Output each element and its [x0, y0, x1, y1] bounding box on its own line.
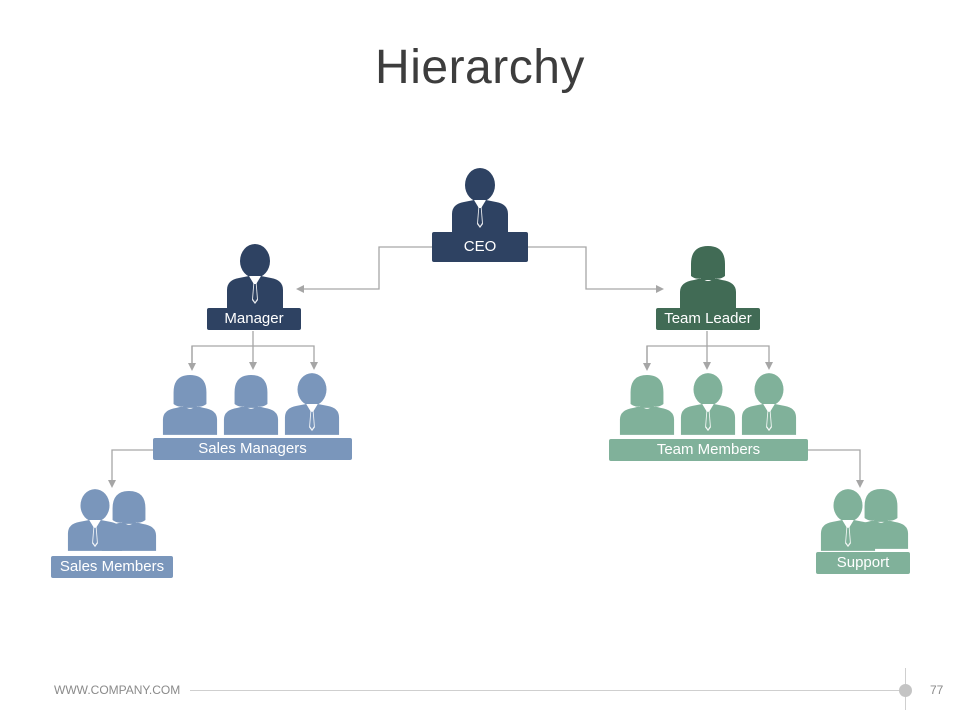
female-person-icon: [162, 375, 218, 435]
sales-managers-label: Sales Managers: [153, 438, 352, 460]
manager-label: Manager: [207, 308, 301, 330]
team-members-label: Team Members: [609, 439, 808, 461]
male-person-icon: [452, 168, 508, 232]
male-person-icon: [680, 373, 736, 435]
ceo-label: CEO: [432, 232, 528, 262]
female-person-icon: [853, 489, 909, 549]
ceo-to-team-leader-connector: [528, 246, 664, 293]
page-number: 77: [930, 683, 944, 697]
ceo-to-manager-connector: [296, 246, 432, 293]
sales-members-label: Sales Members: [51, 556, 173, 578]
support-label: Support: [816, 552, 910, 574]
team-leader-branch-connector: [646, 345, 773, 370]
footer-url[interactable]: WWW.COMPANY.COM: [54, 683, 181, 697]
male-person-icon: [284, 373, 340, 435]
connectors: [108, 246, 864, 488]
page-title: Hierarchy: [375, 41, 585, 94]
male-person-icon: [741, 373, 797, 435]
female-person-icon: [619, 375, 675, 435]
team-members-to-support-connector: [808, 449, 864, 488]
female-person-icon: [223, 375, 279, 435]
footer-divider: [190, 690, 902, 691]
female-person-icon: [101, 491, 157, 551]
female-person-icon: [680, 246, 736, 308]
male-person-icon: [227, 244, 283, 308]
footer-dot-icon: [899, 684, 912, 697]
sales-managers-to-members-connector: [108, 449, 153, 488]
team-leader-label: Team Leader: [656, 308, 760, 330]
